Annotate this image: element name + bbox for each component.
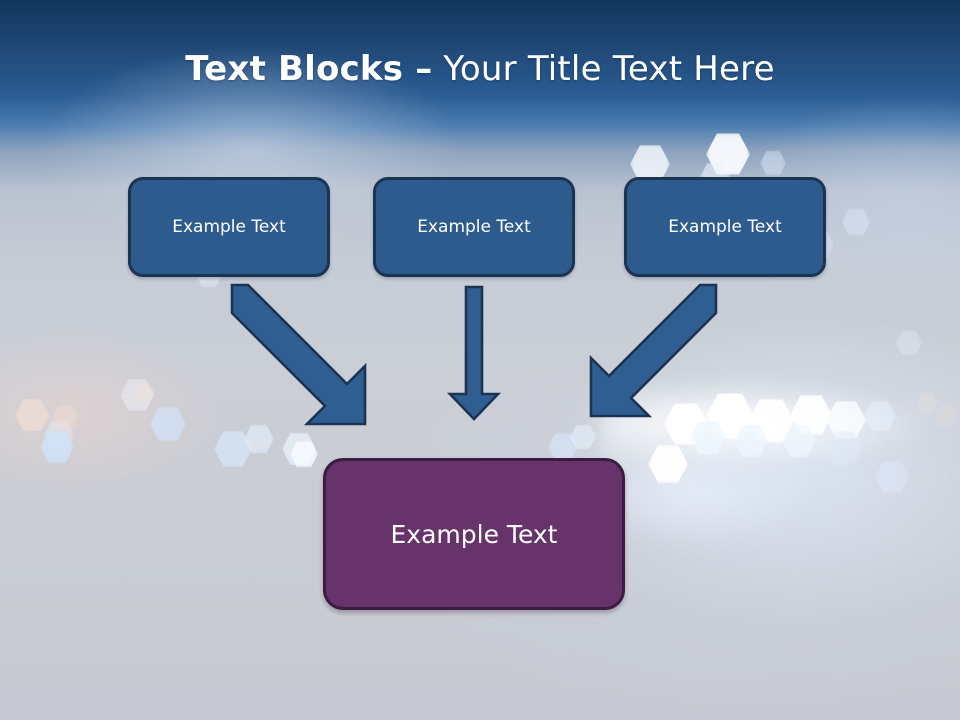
slide-title: Text Blocks – Your Title Text Here [0,48,960,90]
text-block-2-label: Example Text [417,217,531,237]
text-block-3-label: Example Text [668,217,782,237]
text-block-2[interactable]: Example Text [373,177,575,277]
text-block-3[interactable]: Example Text [624,177,826,277]
text-block-1[interactable]: Example Text [128,177,330,277]
slide-title-light: Your Title Text Here [432,49,775,89]
text-block-result-label: Example Text [390,519,558,549]
text-block-result[interactable]: Example Text [323,458,625,610]
text-block-1-label: Example Text [172,217,286,237]
slide-title-strong: Text Blocks – [185,49,433,89]
